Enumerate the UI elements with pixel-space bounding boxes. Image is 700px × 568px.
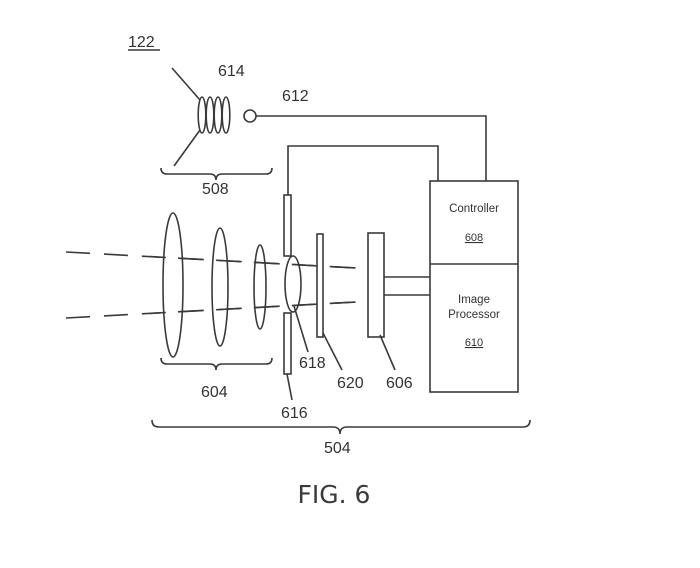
ref-616-label: 616	[281, 405, 308, 422]
aperture-lower-plate	[283, 312, 292, 375]
upper-ray-overlay	[149, 255, 357, 269]
lens-medium	[211, 227, 229, 347]
coil-lower-lead	[173, 129, 201, 167]
leader-606	[379, 334, 396, 371]
ref-604-label: 604	[201, 384, 228, 401]
aperture-upper-plate	[283, 194, 292, 257]
ref-504-label: 504	[324, 440, 351, 457]
brace-604	[160, 357, 273, 371]
lens-large	[162, 212, 184, 358]
ref-614-label: 614	[218, 63, 245, 80]
center-lens-618	[284, 255, 302, 313]
coil-turn-1	[197, 96, 207, 134]
lens-small	[253, 244, 267, 330]
coil-turn-3	[213, 96, 223, 134]
ref-612-label: 612	[282, 88, 309, 105]
coil-upper-lead	[171, 67, 201, 101]
brace-508	[160, 167, 273, 181]
leader-616	[286, 373, 293, 401]
brace-504	[151, 419, 531, 435]
ref-122-label: 122	[128, 34, 155, 51]
controller-processor-box	[429, 180, 519, 393]
controller-label: Controller	[449, 203, 499, 215]
lower-ray-overlay	[149, 301, 357, 315]
filter-620	[316, 233, 324, 338]
ref-620-label: 620	[337, 375, 364, 392]
figure-caption: FIG. 6	[298, 480, 371, 509]
image-processor-label-line2: Processor	[448, 309, 500, 321]
coil-614	[171, 67, 231, 167]
lens-group-604	[162, 212, 267, 358]
image-processor-ref: 610	[465, 337, 483, 349]
coil-turn-4	[221, 96, 231, 134]
image-processor-label-line1: Image	[458, 294, 490, 306]
ref-508-label: 508	[202, 181, 229, 198]
coil-turn-2	[205, 96, 215, 134]
light-source-612	[243, 109, 257, 123]
light-source-to-controller-wire	[256, 115, 487, 181]
controller-ref: 608	[465, 232, 483, 244]
leader-620	[322, 332, 343, 371]
image-sensor-606	[367, 232, 385, 338]
leader-618	[293, 305, 309, 353]
aperture-to-controller-wire	[287, 145, 439, 195]
ref-618-label: 618	[299, 355, 326, 372]
light-rays	[65, 251, 357, 319]
ref-606-label: 606	[386, 375, 413, 392]
